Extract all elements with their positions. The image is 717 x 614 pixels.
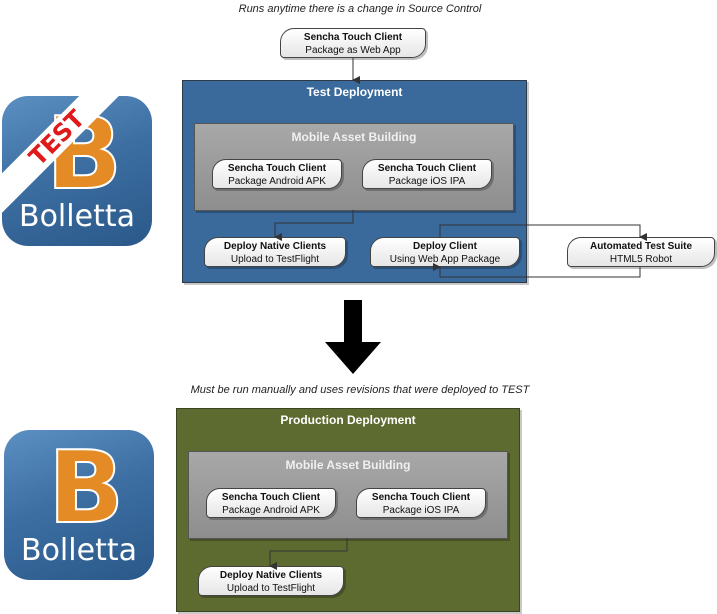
node-title: Sencha Touch Client xyxy=(221,492,321,503)
top-caption: Runs anytime there is a change in Source… xyxy=(238,3,482,15)
node-subtitle: Package iOS IPA xyxy=(388,176,466,187)
test-app-icon: B Bolletta TEST xyxy=(2,96,152,246)
node-subtitle: Package as Web App xyxy=(305,45,401,56)
node-title: Sencha Touch Client xyxy=(227,163,327,174)
test-deploy-client-node[interactable]: Deploy Client Using Web App Package xyxy=(370,237,520,267)
prod-mab-title: Mobile Asset Building xyxy=(285,458,411,472)
test-mab-title: Mobile Asset Building xyxy=(291,130,417,144)
prod-ios-node[interactable]: Sencha Touch Client Package iOS IPA xyxy=(356,488,486,518)
node-subtitle: Package Android APK xyxy=(222,505,320,516)
node-subtitle: Upload to TestFlight xyxy=(230,254,320,265)
node-subtitle: Package iOS IPA xyxy=(382,505,460,516)
node-title: Deploy Native Clients xyxy=(219,570,323,581)
big-down-arrow-icon xyxy=(325,300,381,374)
app-name: Bolletta xyxy=(19,199,135,234)
test-deploy-native-node[interactable]: Deploy Native Clients Upload to TestFlig… xyxy=(204,237,346,267)
node-subtitle: Upload to TestFlight xyxy=(226,583,316,594)
node-subtitle: Package Android APK xyxy=(228,176,326,187)
test-android-node[interactable]: Sencha Touch Client Package Android APK xyxy=(212,159,342,189)
node-subtitle: Using Web App Package xyxy=(389,254,501,265)
automated-test-node[interactable]: Automated Test Suite HTML5 Robot xyxy=(567,237,715,267)
node-subtitle: HTML5 Robot xyxy=(609,254,673,265)
b-letter: B xyxy=(47,430,125,546)
node-title: Deploy Native Clients xyxy=(223,241,327,252)
node-title: Automated Test Suite xyxy=(589,241,693,252)
node-title: Deploy Client xyxy=(413,241,477,252)
test-ios-node[interactable]: Sencha Touch Client Package iOS IPA xyxy=(362,159,492,189)
prod-deploy-native-node[interactable]: Deploy Native Clients Upload to TestFlig… xyxy=(198,566,344,596)
node-title: Sencha Touch Client xyxy=(371,492,471,503)
prod-android-node[interactable]: Sencha Touch Client Package Android APK xyxy=(206,488,336,518)
middle-caption: Must be run manually and uses revisions … xyxy=(190,384,530,396)
prod-app-icon: B Bolletta xyxy=(4,430,154,580)
production-deployment-title: Production Deployment xyxy=(280,413,416,427)
app-name: Bolletta xyxy=(21,533,137,568)
source-node[interactable]: Sencha Touch Client Package as Web App xyxy=(280,28,426,58)
node-title: Sencha Touch Client xyxy=(303,32,403,43)
test-deployment-title: Test Deployment xyxy=(306,85,403,99)
node-title: Sencha Touch Client xyxy=(377,163,477,174)
